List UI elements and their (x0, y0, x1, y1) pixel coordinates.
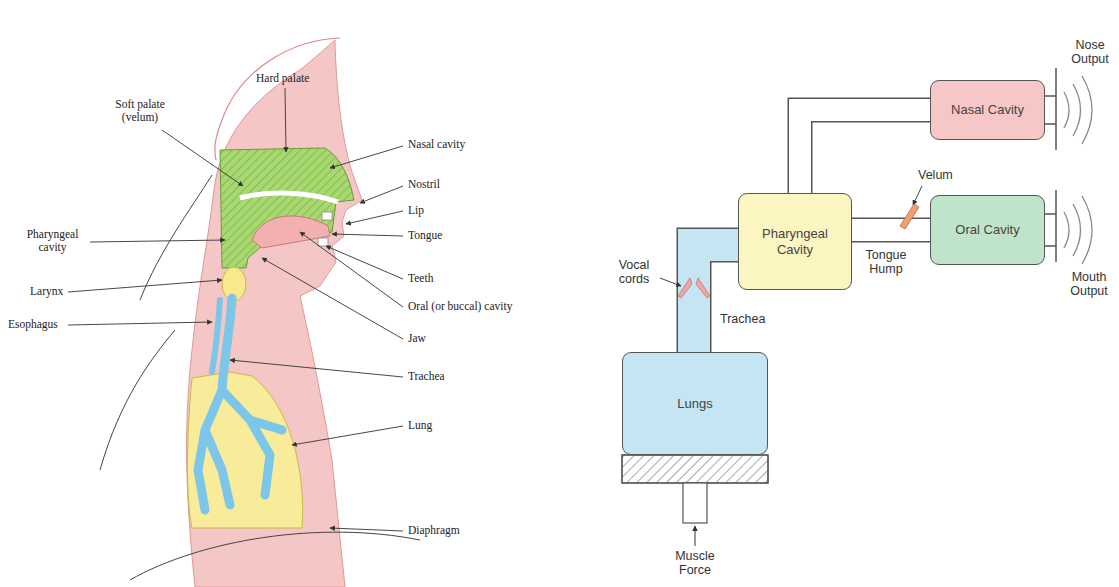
piston (622, 455, 768, 483)
part-label: Tongue (408, 229, 442, 242)
part-label: Mouth Output (1064, 270, 1114, 299)
part-label: Larynx (30, 285, 63, 298)
node-label: Lungs (677, 396, 712, 412)
part-label: Muscle Force (668, 549, 722, 578)
part-label: Jaw (408, 332, 426, 345)
leader-lines (332, 234, 403, 236)
piston (683, 483, 707, 523)
cavity-box: Nasal Cavity (930, 80, 1045, 140)
vocal-cords-symbol (696, 278, 710, 298)
sound-waves (1073, 204, 1081, 256)
leader-lines (330, 146, 403, 168)
anatomy-figure (100, 38, 420, 587)
sound-waves (1082, 76, 1092, 144)
piston (622, 455, 768, 523)
tube-interior (849, 219, 933, 241)
leader-lines (292, 426, 403, 445)
sound-waves (1064, 76, 1092, 264)
tube-connector (849, 230, 933, 231)
part-label: Oral (or buccal) cavity (408, 300, 512, 313)
output-ports (1045, 190, 1056, 262)
sound-waves (1064, 212, 1069, 248)
leader-lines (346, 211, 403, 224)
leader-lines (68, 88, 922, 531)
part-label: Nostril (408, 178, 440, 191)
part-label: Pharyngeal cavity (15, 228, 90, 254)
node-label: Oral Cavity (955, 222, 1019, 238)
lungs-box: Lungs (622, 352, 768, 455)
node-label: Nasal Cavity (951, 102, 1024, 118)
tongue-shape (252, 216, 330, 248)
esophagus-shape (212, 300, 220, 372)
part-label: Teeth (408, 272, 433, 285)
velum-flap (900, 204, 919, 229)
vocal-tract (220, 148, 354, 268)
vocal-cords-symbol (678, 278, 710, 298)
output-ports (1045, 68, 1056, 150)
part-label: Vocal cords (610, 258, 658, 287)
sound-waves (1064, 92, 1069, 128)
sound-waves (1073, 84, 1081, 136)
part-label: Soft palate (velum) (100, 98, 180, 124)
vocal-tract-hatch (220, 148, 354, 268)
leader-lines (162, 130, 243, 186)
leader-lines (285, 88, 286, 152)
part-label: Velum (918, 168, 953, 182)
part-label: Diaphragm (408, 524, 460, 537)
sound-waves (1082, 196, 1092, 264)
part-label: Esophagus (8, 318, 58, 331)
body (187, 40, 362, 587)
tube-wall (800, 110, 933, 196)
leader-lines (300, 232, 403, 307)
node-label: Pharyngeal Cavity (745, 226, 845, 257)
muscle-force-arrow (695, 526, 696, 546)
part-label: Lip (408, 204, 424, 217)
palate (240, 193, 338, 202)
leader-lines (326, 246, 403, 279)
part-label: Lung (408, 419, 432, 432)
part-label: Nose Output (1066, 38, 1114, 67)
vocal-cords-symbol (678, 278, 692, 298)
leader-lines (262, 258, 403, 339)
part-label: Nasal cavity (408, 138, 465, 151)
cavity-box: Oral Cavity (930, 195, 1045, 265)
leader-lines (660, 278, 681, 286)
tube-interior (800, 110, 933, 196)
piston (622, 455, 768, 483)
tube-connector (694, 245, 741, 355)
tube-wall (694, 245, 741, 355)
part-label: Trachea (720, 312, 765, 326)
leader-lines (330, 528, 403, 531)
teeth-upper (322, 212, 332, 220)
diaphragm-line (130, 532, 420, 580)
leader-lines (230, 360, 403, 377)
leader-lines (360, 186, 403, 203)
tube-wall (849, 218, 933, 243)
teeth-lower (318, 238, 328, 246)
output-ports (1045, 68, 1056, 262)
airway (198, 298, 282, 510)
part-label: Hard palate (256, 72, 309, 85)
part-label: Trachea (408, 370, 445, 383)
tube-interior (694, 245, 741, 355)
part-label: Tongue Hump (856, 248, 916, 277)
cavity-box: Pharyngeal Cavity (738, 193, 852, 290)
leader-lines (90, 240, 225, 242)
leader-lines (68, 280, 222, 292)
leader-lines (913, 186, 922, 205)
leader-lines (68, 322, 212, 325)
tube-connector (800, 110, 933, 196)
